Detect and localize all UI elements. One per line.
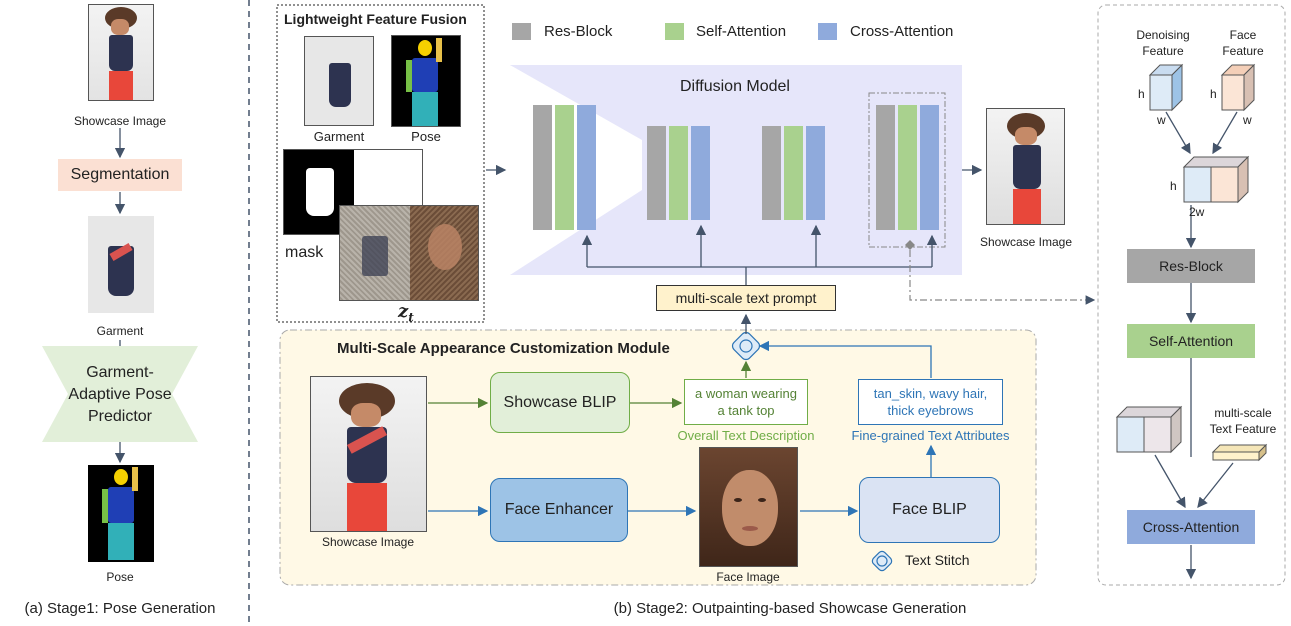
stage1-pose-image <box>88 465 154 562</box>
stage1-showcase-image <box>88 4 154 101</box>
zt-noisy-image <box>339 205 479 301</box>
denoising-feature-label: Denoising Feature <box>1136 28 1190 58</box>
showcase-blip-box: Showcase BLIP <box>490 372 630 433</box>
unet-blocks <box>533 92 946 248</box>
face-h-label: h <box>1210 87 1217 101</box>
mask-label: mask <box>285 244 324 261</box>
legend-res-block-swatch <box>512 23 531 40</box>
module-title: Multi-Scale Appearance Customization Mod… <box>337 340 670 357</box>
segmentation-box: Segmentation <box>58 159 182 191</box>
appearance-module-box <box>279 329 1037 586</box>
detail-panel-box <box>1097 4 1286 586</box>
face-image-label: Face Image <box>716 570 780 584</box>
module-showcase-label: Showcase Image <box>321 535 415 549</box>
concat-cube <box>1182 155 1250 204</box>
pose-predictor-label: Garment- Adaptive Pose Predictor <box>68 364 172 425</box>
zt-label: zt <box>398 301 414 325</box>
text-stitch-label: Text Stitch <box>905 552 970 568</box>
overall-text-box: a woman wearing a tank top <box>684 379 808 425</box>
module-showcase-image <box>310 376 427 532</box>
fusion-pose-image <box>391 35 461 127</box>
overall-text-caption: Overall Text Description <box>677 428 815 443</box>
detail-cross-attention: Cross-Attention <box>1127 510 1255 544</box>
diffusion-title: Diffusion Model <box>680 78 790 95</box>
legend-cross-attention-label: Cross-Attention <box>850 23 954 40</box>
legend-self-attention-label: Self-Attention <box>696 23 787 40</box>
fusion-garment-label: Garment <box>313 129 365 144</box>
fusion-title: Lightweight Feature Fusion <box>284 11 467 27</box>
concat-2w-label: 2w <box>1189 205 1205 219</box>
fusion-pose-label: Pose <box>411 129 441 144</box>
legend-res-block-label: Res-Block <box>544 23 613 40</box>
stage1-caption: (a) Stage1: Pose Generation <box>24 600 216 617</box>
face-feature-label: Face Feature <box>1222 28 1264 58</box>
text-stitch-legend-icon <box>871 550 893 572</box>
denoising-w-label: w <box>1157 113 1166 127</box>
face-image <box>699 447 798 567</box>
stage1-garment-image <box>88 216 154 313</box>
feature-fusion-box <box>276 4 485 323</box>
fine-text-caption: Fine-grained Text Attributes <box>851 428 1010 443</box>
detail-res-block: Res-Block <box>1127 249 1255 283</box>
stage1-garment-label: Garment <box>96 324 144 338</box>
text-stitch-symbol <box>731 331 761 361</box>
face-w-label: w <box>1243 113 1252 127</box>
stage2-caption: (b) Stage2: Outpainting-based Showcase G… <box>613 600 967 617</box>
face-enhancer-box: Face Enhancer <box>490 478 628 542</box>
text-prompt-box: multi-scale text prompt <box>656 285 836 311</box>
text-feature-label: multi-scale Text Feature <box>1209 406 1277 436</box>
legend-cross-attention-swatch <box>818 23 837 40</box>
detail-self-attention: Self-Attention <box>1127 324 1255 358</box>
denoising-cube <box>1148 63 1184 112</box>
concat-h-label: h <box>1170 179 1177 193</box>
face-blip-box: Face BLIP <box>859 477 1000 543</box>
face-cube <box>1220 63 1256 112</box>
text-feature-bar <box>1211 443 1268 462</box>
fine-text-box: tan_skin, wavy hair, thick eyebrows <box>858 379 1003 425</box>
cross-attn-cube <box>1115 405 1183 454</box>
stage1-showcase-label: Showcase Image <box>73 114 167 128</box>
output-showcase-label: Showcase Image <box>979 235 1073 249</box>
stage1-pose-label: Pose <box>106 570 134 584</box>
legend-self-attention-swatch <box>665 23 684 40</box>
pose-predictor-shape <box>42 346 198 442</box>
output-showcase-image <box>986 108 1065 225</box>
denoising-h-label: h <box>1138 87 1145 101</box>
fusion-garment-image <box>304 36 374 126</box>
